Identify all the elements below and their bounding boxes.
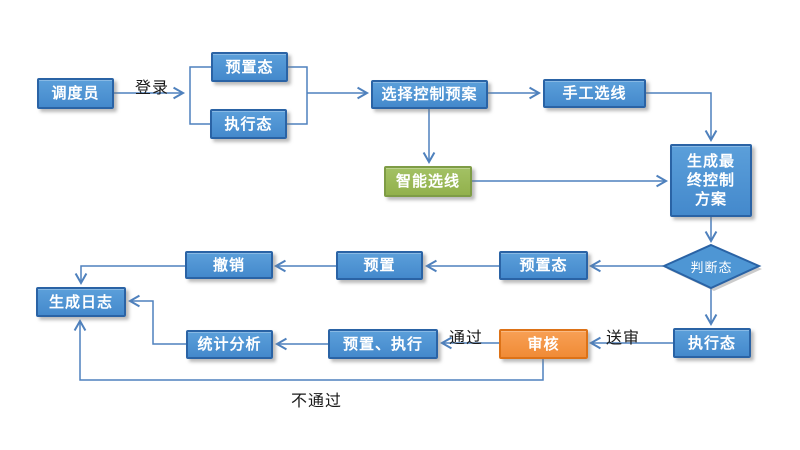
node-generate-log: 生成日志 bbox=[36, 287, 126, 317]
edge-reject-to-log bbox=[73, 318, 544, 381]
node-preset-state-top: 预置态 bbox=[211, 52, 288, 82]
edge-label-reject: 不通过 bbox=[291, 391, 343, 410]
node-execute-state-top: 执行态 bbox=[210, 109, 287, 139]
node-dispatcher: 调度员 bbox=[37, 78, 114, 109]
edge-label-submit-review: 送审 bbox=[606, 328, 641, 347]
edge-stats-to-log bbox=[127, 294, 186, 345]
node-review: 审核 bbox=[499, 329, 588, 359]
edge-manual-to-final bbox=[646, 92, 718, 143]
node-preset: 预置 bbox=[336, 251, 423, 280]
edge-label-login: 登录 bbox=[135, 78, 170, 97]
node-execute-state: 执行态 bbox=[673, 328, 751, 358]
edge-branch-bracket-right bbox=[287, 66, 308, 125]
node-manual-line-select: 手工选线 bbox=[543, 79, 646, 108]
judge-diamond-shape bbox=[661, 243, 762, 290]
edge-revoke-to-log bbox=[74, 265, 185, 286]
edge-branch-bracket-left bbox=[189, 66, 211, 125]
node-revoke: 撤销 bbox=[185, 251, 273, 279]
node-generate-final-plan: 生成最终控制方案 bbox=[670, 144, 752, 217]
edge-label-pass: 通过 bbox=[449, 328, 484, 347]
node-select-control-plan: 选择控制预案 bbox=[371, 80, 488, 109]
node-preset-execute: 预置、执行 bbox=[328, 329, 438, 359]
node-judge-state: 判断态 bbox=[690, 261, 733, 276]
node-preset-state: 预置态 bbox=[499, 251, 588, 280]
node-smart-line-select: 智能选线 bbox=[384, 166, 472, 197]
node-statistic-analysis: 统计分析 bbox=[186, 330, 273, 359]
